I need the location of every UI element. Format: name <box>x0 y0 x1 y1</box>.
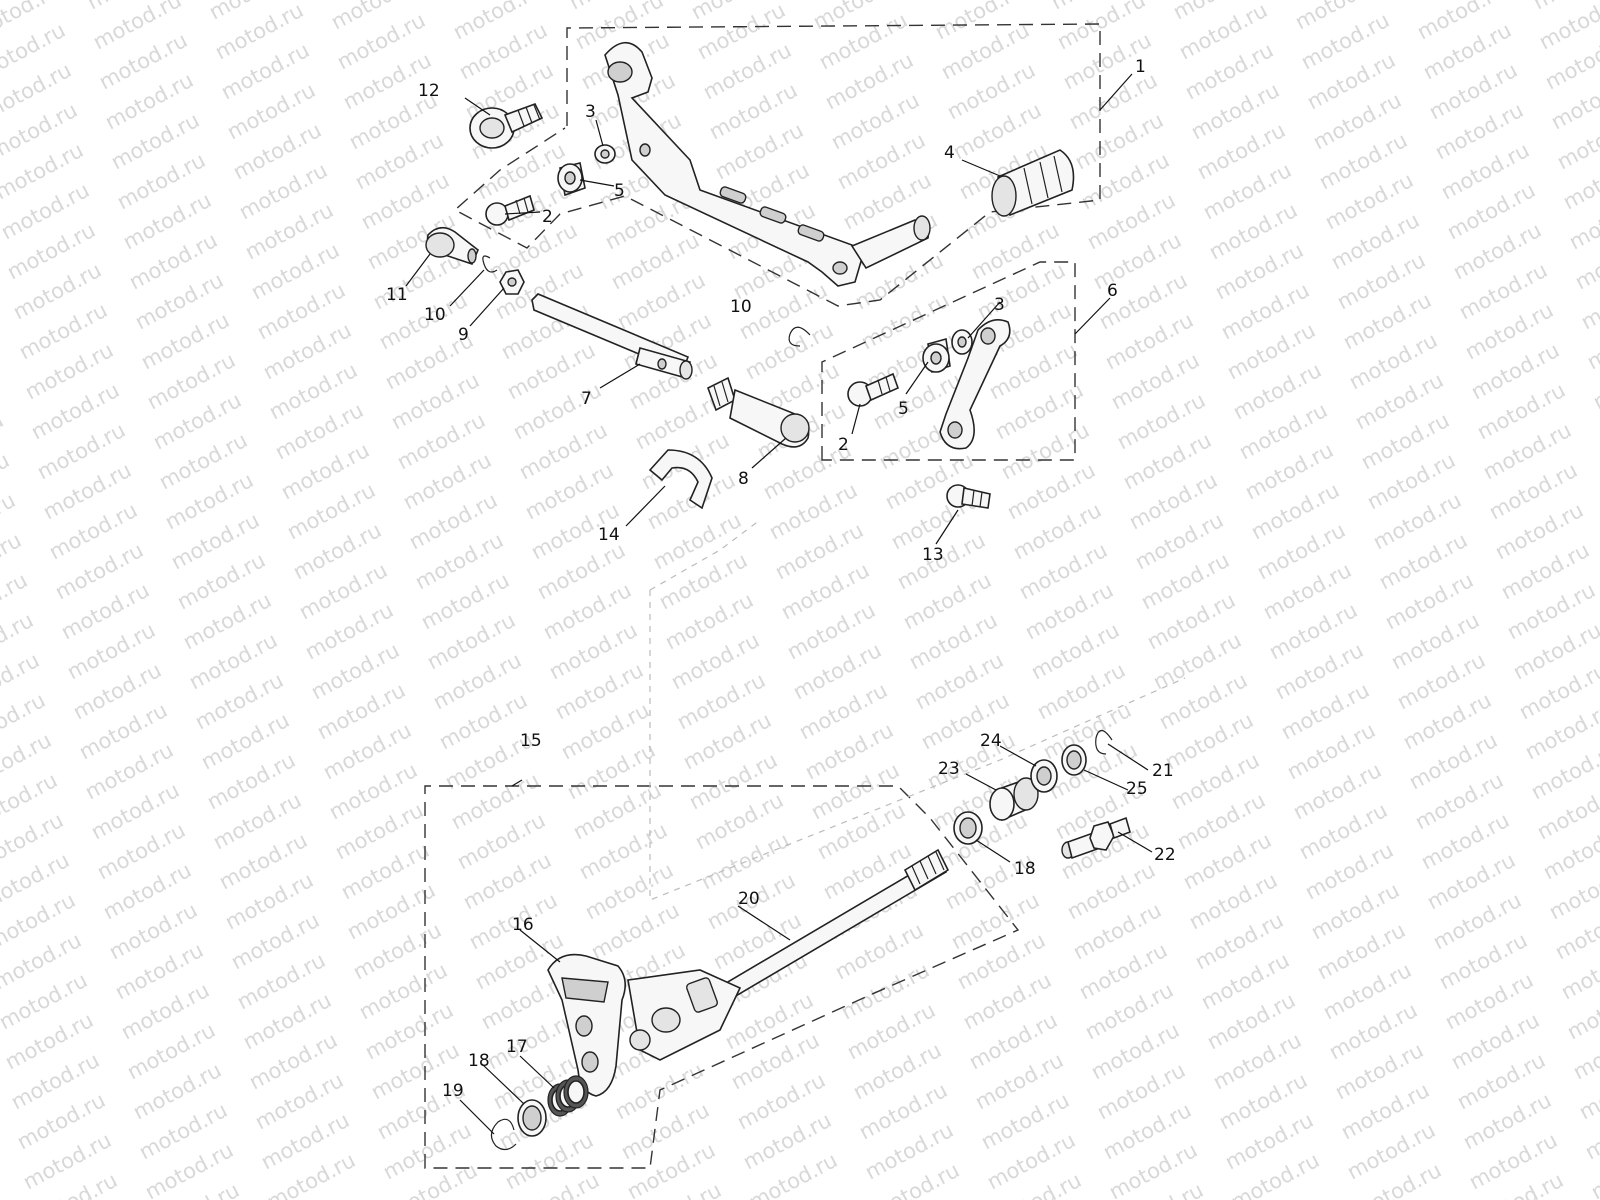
callout-2: 2 <box>542 207 553 227</box>
callout-10: 10 <box>424 305 446 325</box>
leader-lines <box>405 73 1153 1135</box>
clip-left <box>482 255 498 273</box>
linkage-rod <box>531 293 693 380</box>
callout-21: 21 <box>1152 761 1174 781</box>
callout-15: 15 <box>520 731 542 751</box>
callout-labels: 1 2 2 3 3 4 5 5 6 7 8 9 10 10 11 12 13 1… <box>386 57 1176 1101</box>
callout-3: 3 <box>994 295 1005 315</box>
outline-group-6 <box>821 261 1076 461</box>
callout-8: 8 <box>738 469 749 489</box>
outline-group-15 <box>424 785 1020 1169</box>
callout-10: 10 <box>730 297 752 317</box>
callout-5: 5 <box>614 181 625 201</box>
selector-plate <box>547 953 742 1097</box>
circlip-bottom <box>490 1118 517 1151</box>
rod-end <box>707 376 810 448</box>
callout-19: 19 <box>442 1081 464 1101</box>
linkage-arm <box>939 319 1011 450</box>
washer-24 <box>1030 759 1058 793</box>
clip-right <box>788 326 811 347</box>
spring <box>547 1075 589 1117</box>
callout-1: 1 <box>1135 57 1146 77</box>
bolt-13 <box>946 484 991 509</box>
ball-joint-right <box>847 372 900 407</box>
callout-6: 6 <box>1107 281 1118 301</box>
callout-24: 24 <box>980 731 1002 751</box>
callout-13: 13 <box>922 545 944 565</box>
callout-12: 12 <box>418 81 440 101</box>
callout-20: 20 <box>738 889 760 909</box>
callout-22: 22 <box>1154 845 1176 865</box>
callout-3: 3 <box>585 102 596 122</box>
clevis-pin <box>425 226 479 265</box>
pedal-rubber <box>991 149 1075 217</box>
callout-23: 23 <box>938 759 960 779</box>
washer-top <box>953 811 983 845</box>
gear-pedal <box>604 41 931 287</box>
callout-18: 18 <box>1014 859 1036 879</box>
spacer-right <box>922 337 951 374</box>
callout-25: 25 <box>1126 779 1148 799</box>
outline-group-1 <box>453 23 1101 307</box>
callout-18: 18 <box>468 1051 490 1071</box>
washer-bottom <box>517 1099 547 1137</box>
connector-dotted-2 <box>649 519 761 591</box>
nut-right <box>951 329 973 355</box>
bush <box>989 777 1039 822</box>
assembly-outlines <box>424 23 1186 1169</box>
spacer-top <box>557 162 586 197</box>
callout-4: 4 <box>944 143 955 163</box>
stopper-bolt <box>1061 816 1131 860</box>
callout-9: 9 <box>458 325 469 345</box>
callout-16: 16 <box>512 915 534 935</box>
pivot-bolt <box>469 103 544 149</box>
retaining-clip <box>648 449 713 510</box>
circlip-top <box>1095 729 1113 755</box>
callout-17: 17 <box>506 1037 528 1057</box>
callout-11: 11 <box>386 285 408 305</box>
callout-14: 14 <box>598 525 620 545</box>
callout-7: 7 <box>581 389 592 409</box>
nut-top <box>594 144 616 164</box>
callout-2: 2 <box>838 435 849 455</box>
callout-5: 5 <box>898 399 909 419</box>
seal-25 <box>1061 744 1087 776</box>
nut-left <box>499 269 525 295</box>
